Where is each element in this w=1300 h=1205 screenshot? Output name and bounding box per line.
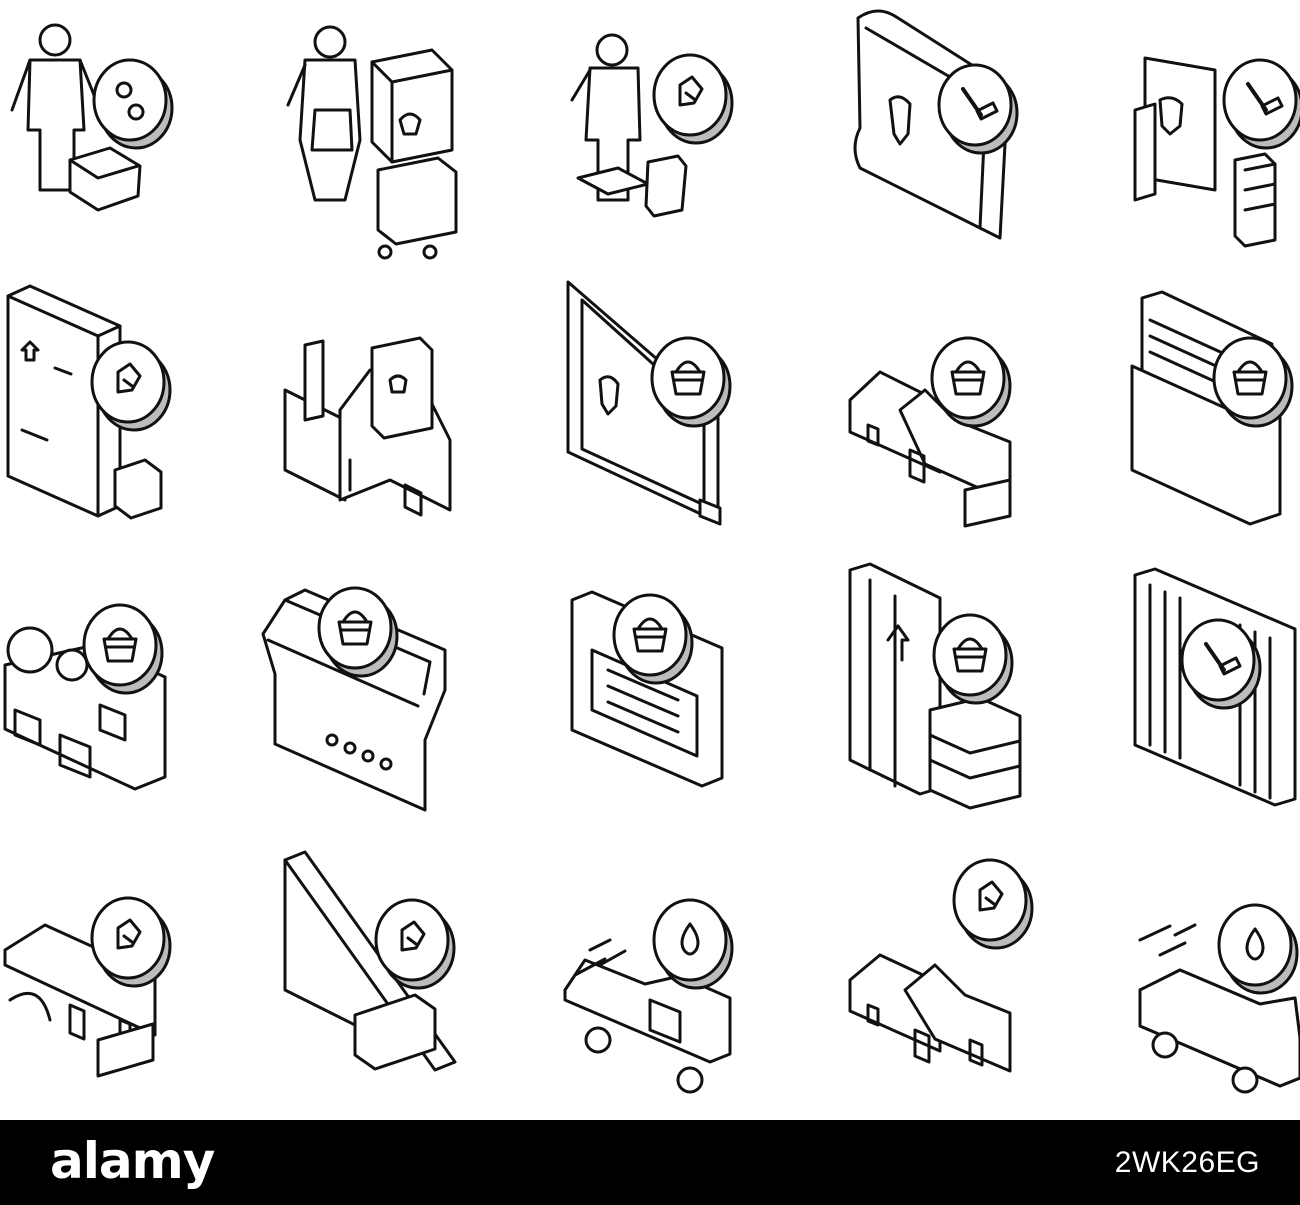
cooker-hood-cleaning-icon — [261, 586, 447, 812]
roof-cleaning-icon — [3, 896, 172, 1078]
bucket-badge-icon — [932, 613, 1014, 705]
alamy-logo: alamy — [50, 1132, 215, 1190]
cleaning-lady-with-trolley-icon — [286, 25, 458, 260]
spray-bottle-badge-icon — [1217, 903, 1299, 995]
isometric-icon-set — [3, 9, 1300, 1094]
oven-cleaning-icon — [570, 590, 724, 788]
cleaner-man-with-bucket-icon — [10, 23, 174, 212]
spray-bottle-badge-icon — [952, 858, 1034, 950]
rug-cleaning-icon — [853, 9, 1019, 240]
window-cleaning-icon — [566, 280, 732, 526]
vacuum-badge-icon — [1222, 58, 1300, 150]
wardrobe-cleaning-icon — [848, 562, 1022, 810]
armchair-cleaning-icon — [1133, 56, 1300, 248]
curtain-cleaning-icon — [1133, 567, 1297, 807]
stain-spots-badge-icon — [92, 58, 174, 150]
staircase-cleaning-icon — [283, 850, 457, 1072]
factory-cleaning-icon — [283, 336, 452, 517]
house-exterior-cleaning-icon — [848, 858, 1034, 1073]
spray-bottle-badge-icon — [652, 898, 734, 990]
house-cleaning-icon — [848, 336, 1012, 528]
image-id-label: 2WK26EG — [1114, 1146, 1260, 1179]
kitchen-wall-cleaning-icon — [3, 603, 167, 791]
cleaning-van-icon — [563, 898, 734, 1094]
box-cleaning-icon — [6, 284, 172, 520]
janitor-with-bin-icon — [570, 33, 734, 218]
blinds-cleaning-icon — [1130, 290, 1294, 526]
spray-bottle-badge-icon — [652, 53, 734, 145]
delivery-van-cleaning-icon — [1138, 903, 1300, 1094]
stock-watermark-banner: alamy 2WK26EG — [0, 1120, 1300, 1205]
icon-set-canvas — [3, 9, 1300, 1094]
